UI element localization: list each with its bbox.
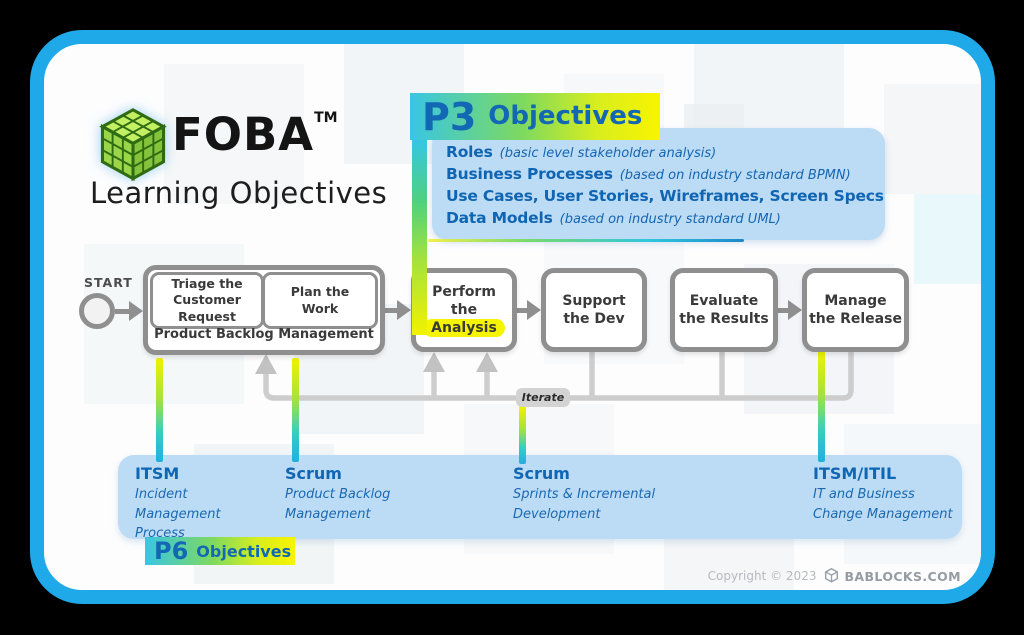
- p6-objectives-panel: ITSM Incident Management Process Scrum P…: [118, 455, 962, 541]
- bablocks-brand: BABLOCKS.COM: [824, 568, 961, 584]
- p6-tag: P6: [154, 537, 189, 565]
- loop-arrowhead-up: [255, 354, 277, 374]
- loop-arrowhead-up: [476, 352, 498, 372]
- gradient-bar-itsm: [156, 358, 163, 462]
- p3-item-data-models: Data Models (based on industry standard …: [446, 209, 781, 227]
- flow-arrow: [385, 300, 411, 320]
- gradient-bar-scrum1: [292, 358, 299, 462]
- loop-arrowhead-up: [423, 352, 445, 372]
- start-label: START: [84, 275, 133, 290]
- band-col-scrum-backlog: Scrum Product Backlog Management: [285, 464, 391, 522]
- main-card: FOBATM Learning Objectives P3 Objectives…: [30, 30, 995, 604]
- p3-objectives-banner: P3 Objectives: [410, 93, 660, 140]
- p3-objectives-panel: Roles (basic level stakeholder analysis)…: [432, 128, 885, 240]
- product-backlog-management-label: Product Backlog Management: [154, 327, 374, 343]
- band-col-itsm-itil: ITSM/ITIL IT and Business Change Managem…: [813, 464, 953, 522]
- p3-tag: P3: [422, 94, 477, 139]
- bg-square: [164, 64, 304, 204]
- gradient-bar-scrum2: [519, 406, 526, 464]
- stage-manage-the-release: Manage the Release: [802, 268, 909, 352]
- foba-cube-logo-icon: [99, 108, 167, 182]
- flow-arrow: [115, 301, 143, 321]
- p6-objectives-banner: P6 Objectives: [145, 537, 295, 565]
- stage-perform-the-analysis: Perform the Analysis: [411, 268, 517, 352]
- p3-panel-underline: [428, 239, 744, 242]
- bg-square: [914, 194, 981, 284]
- iterate-badge: Iterate: [516, 388, 570, 407]
- band-col-scrum-sprints: Scrum Sprints & Incremental Development: [513, 464, 656, 522]
- flow-arrow: [778, 300, 802, 320]
- stage-plan-the-work: Plan the Work: [262, 272, 378, 329]
- p3-item-roles: Roles (basic level stakeholder analysis): [446, 143, 717, 161]
- flow-arrow: [517, 300, 541, 320]
- bablocks-cube-icon: [825, 568, 839, 583]
- p3-connector-bar: [412, 139, 427, 335]
- start-circle: [79, 293, 115, 329]
- gradient-bar-itsm-itil: [818, 350, 825, 462]
- stage-triage-plan-container: Triage the Customer Request Plan the Wor…: [143, 265, 385, 355]
- stage-triage-customer-request: Triage the Customer Request: [150, 272, 264, 329]
- copyright-text: Copyright © 2023: [707, 569, 817, 583]
- trademark-symbol: TM: [314, 110, 338, 126]
- footer: Copyright © 2023 BABLOCKS.COM: [708, 568, 961, 584]
- p6-banner-label: Objectives: [196, 541, 292, 561]
- stage-evaluate-the-results: Evaluate the Results: [670, 268, 778, 352]
- p3-objectives-list: Roles (basic level stakeholder analysis)…: [446, 143, 891, 227]
- p3-item-business-processes: Business Processes (based on industry st…: [446, 165, 851, 183]
- band-col-itsm: ITSM Incident Management Process: [135, 464, 221, 541]
- p3-banner-label: Objectives: [488, 100, 643, 131]
- brand-subtitle: Learning Objectives: [90, 176, 388, 210]
- stage-support-the-dev: Support the Dev: [541, 268, 647, 352]
- p3-item-use-cases: Use Cases, User Stories, Wireframes, Scr…: [446, 187, 884, 205]
- brand-name: FOBATM: [172, 108, 338, 161]
- analysis-highlight: Analysis: [423, 319, 505, 338]
- bg-square: [884, 84, 981, 194]
